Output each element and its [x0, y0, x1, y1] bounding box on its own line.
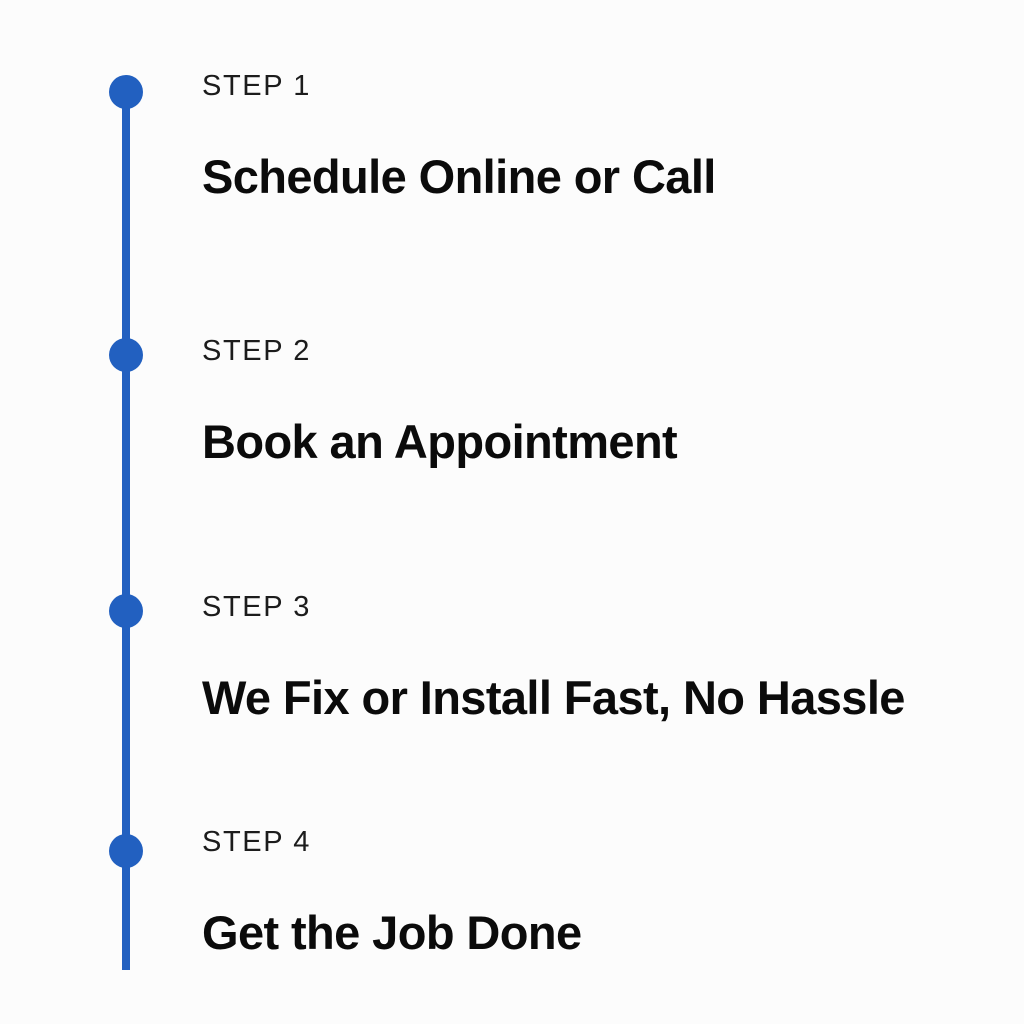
- step-3-body: STEP 3 We Fix or Install Fast, No Hassle: [202, 591, 905, 724]
- step-2-title: Book an Appointment: [202, 415, 678, 468]
- step-4-label: STEP 4: [202, 826, 312, 858]
- step-2-body: STEP 2 Book an Appointment: [202, 335, 678, 468]
- step-3-title: We Fix or Install Fast, No Hassle: [202, 671, 905, 724]
- timeline-dot-icon: [109, 594, 143, 628]
- step-1-body: STEP 1 Schedule Online or Call: [202, 70, 716, 203]
- timeline-dot-icon: [109, 834, 143, 868]
- step-1-title: Schedule Online or Call: [202, 150, 716, 203]
- step-3-label: STEP 3: [202, 591, 312, 623]
- timeline-dot-icon: [109, 75, 143, 109]
- timeline-dot-icon: [109, 338, 143, 372]
- step-4-title: Get the Job Done: [202, 906, 582, 959]
- timeline-rail: [122, 92, 130, 970]
- step-4-body: STEP 4 Get the Job Done: [202, 826, 582, 959]
- step-2-label: STEP 2: [202, 335, 312, 367]
- step-1-label: STEP 1: [202, 70, 312, 102]
